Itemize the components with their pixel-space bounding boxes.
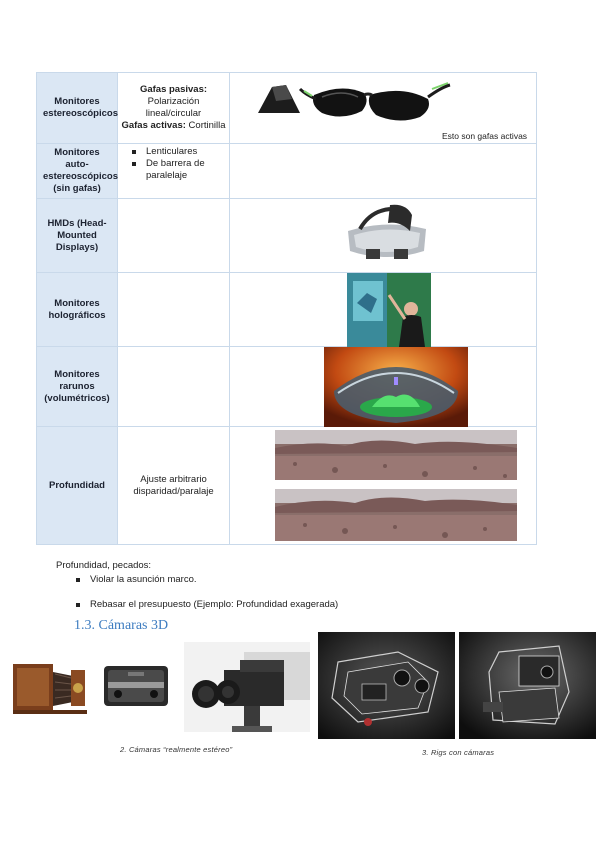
head-mounted-display-image [340,201,432,271]
notes-intro: Profundidad, pecados: [56,560,152,571]
camera-rig-image-2 [459,632,596,739]
row-heading: HMDs (Head-Mounted Displays) [36,198,118,273]
anaglyph-mars-panorama-top [275,430,517,480]
volumetric-display-image [324,347,468,427]
table-row: Profundidad Ajuste arbitrario disparidad… [36,426,537,545]
row-image-cell [229,426,537,545]
row-description [117,346,230,427]
image-caption: Esto son gafas activas [442,131,528,141]
figure-caption-cameras: 2. Cámaras “realmente estéreo” [120,745,233,754]
table-row: Monitores estereoscópicos Gafas pasivas:… [36,72,537,144]
table-row: Monitores holográficos [36,272,537,347]
row-image-cell [229,346,537,427]
row-description: Lenticulares De barrera de paralelaje [117,143,230,199]
row-heading: Monitores auto-estereoscópicos (sin gafa… [36,143,118,199]
antique-camera-image [13,664,87,714]
list-item: De barrera de paralelaje [132,158,229,182]
row-heading: Profundidad [36,426,118,545]
row-image-cell [229,198,537,273]
row-image-cell [229,143,537,199]
row-heading: Monitores estereoscópicos [36,72,118,144]
camera-rig-image-1 [318,632,455,739]
list-item: Violar la asunción marco. [72,574,599,585]
table-row: Monitores rarunos (volumétricos) [36,346,537,427]
stereo-displays-table: Monitores estereoscópicos Gafas pasivas:… [36,72,537,545]
row-description: Ajuste arbitrario disparidad/paralaje [117,426,230,545]
list-item: Rebasar el presupuesto (Ejemplo: Profund… [72,599,599,610]
row-image-cell [229,272,537,347]
holographic-display-image [347,273,431,347]
row-description [117,272,230,347]
figure-caption-rigs: 3. Rigs con cámaras [422,748,495,757]
table-row: Monitores auto-estereoscópicos (sin gafa… [36,143,537,199]
row-heading: Monitores holográficos [36,272,118,347]
active-shutter-glasses-image [258,82,451,121]
row-heading: Monitores rarunos (volumétricos) [36,346,118,427]
list-item: Lenticulares [132,146,229,158]
row-description: Gafas pasivas: Polarización lineal/circu… [117,72,230,144]
anaglyph-mars-panorama-bottom [275,489,517,541]
compact-3d-camera-image [104,666,168,706]
stereo-video-camera-image [184,642,310,732]
row-description [117,198,230,273]
section-title: 1.3. Cámaras 3D [74,618,169,633]
row-image-cell: Esto son gafas activas [229,72,537,144]
table-row: HMDs (Head-Mounted Displays) [36,198,537,273]
